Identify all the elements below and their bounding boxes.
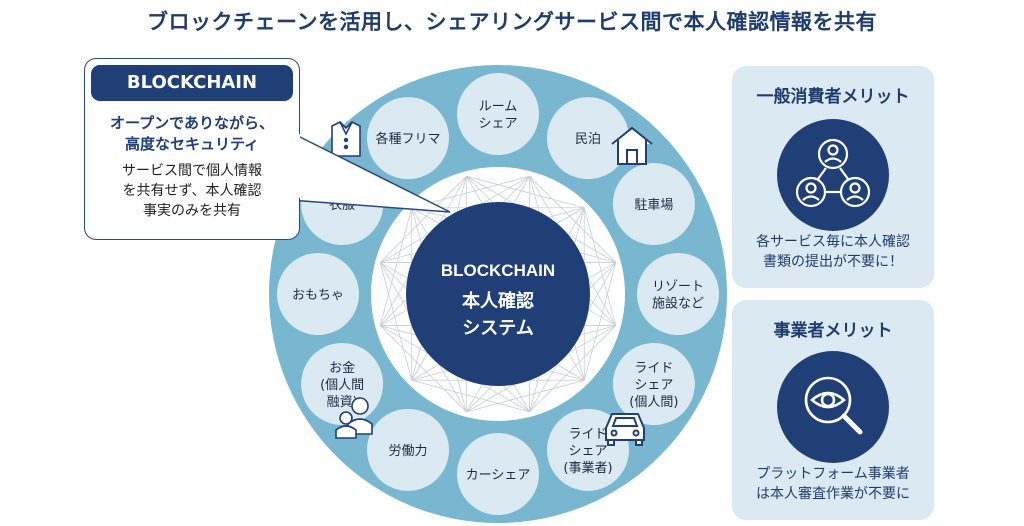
mesh-line (379, 207, 413, 326)
service-label: リゾート (652, 280, 704, 295)
mesh-line (466, 379, 585, 413)
service-label: 駐車場 (634, 198, 673, 213)
business-merit-title: 事業者メリット (773, 321, 893, 341)
callout-body-line: サービス間で個人情報 (122, 163, 262, 179)
consumer-merit-line: 書類の提出が不要に！ (763, 254, 903, 270)
service-bubble-circle (547, 97, 629, 180)
service-bubble-circle (457, 73, 539, 155)
service-bubble: おもちゃ (277, 253, 359, 335)
eye-magnifier-icon (777, 351, 889, 463)
mesh-line (583, 207, 617, 326)
center-label-system: システム (462, 318, 533, 339)
service-bubble-circle (367, 408, 449, 491)
business-merit-line: プラットフォーム事業者 (756, 466, 910, 482)
service-label: (個人間) (629, 395, 678, 410)
mesh-line (529, 175, 617, 263)
service-label: 各種フリマ (375, 131, 440, 147)
mesh-line (529, 325, 617, 413)
service-label: おもちゃ (292, 288, 344, 303)
callout-highlight-line: オープンでありながら、 (110, 114, 274, 132)
blockchain-callout: BLOCKCHAIN オープンでありながら、 高度なセキュリティ サービス間で個… (84, 58, 300, 240)
mesh-line (466, 175, 585, 209)
callout-body-line: 事実のみを共有 (143, 203, 241, 219)
service-bubble: 民泊 (547, 97, 629, 180)
service-label: 施設など (652, 296, 704, 312)
business-merit-text: プラットフォーム事業者 は本人審査作業が不要に (732, 464, 934, 504)
consumer-merit-line: 各サービス毎に本人確認 (756, 234, 910, 250)
house-icon (611, 126, 653, 165)
service-label: 労働力 (388, 444, 427, 459)
service-label: シェア (568, 444, 607, 459)
service-bubble-circle (612, 163, 695, 245)
service-bubble: 駐車場 (612, 163, 695, 245)
service-bubble: 各種フリマ (367, 97, 449, 180)
mesh-line (379, 175, 467, 263)
service-bubble-circle (277, 253, 359, 335)
service-bubble-circle (637, 253, 719, 335)
service-bubble: 労働力 (367, 408, 449, 491)
mesh-line (379, 262, 413, 381)
page-title: ブロックチェーンを活用し、シェアリングサービス間で本人確認情報を共有 (147, 10, 877, 34)
service-label: (事業者) (563, 460, 612, 476)
service-bubble-circle (457, 433, 539, 515)
callout-highlight: オープンでありながら、 高度なセキュリティ (85, 113, 299, 155)
mesh-line (379, 325, 467, 413)
consumer-merit-card: 一般消費者メリット 各サービス毎に本人確認 書類の提出が不要に！ (732, 66, 934, 288)
service-bubble: カーシェア (457, 433, 539, 515)
business-merit-card: 事業者メリット プラットフォーム事業者 は本人審査作業が不要に (732, 300, 934, 520)
car-icon (605, 413, 645, 446)
workers-icon (335, 397, 373, 439)
service-label: お金 (329, 360, 355, 376)
service-bubble-circle (612, 343, 695, 425)
mesh-line (583, 262, 617, 381)
consumer-merit-text: 各サービス毎に本人確認 書類の提出が不要に！ (732, 232, 934, 272)
callout-highlight-line: 高度なセキュリティ (124, 135, 260, 153)
mesh-line (411, 379, 530, 413)
center-core (406, 202, 590, 386)
service-label: シェア (634, 378, 673, 393)
service-bubble-circle (367, 97, 449, 180)
callout-body-line: を共有せず、本人確認 (122, 183, 262, 199)
clothing-icon (331, 121, 361, 157)
service-label: 融資) (327, 395, 358, 410)
center-label-identity: 本人確認 (462, 290, 534, 312)
service-label: ライド (634, 361, 673, 376)
service-label: シェア (478, 117, 517, 132)
service-label: (個人間 (320, 378, 364, 393)
consumer-merit-title: 一般消費者メリット (756, 87, 910, 107)
service-label: ルーム (479, 100, 518, 115)
center-label-blockchain: BLOCKCHAIN (441, 261, 555, 280)
callout-header: BLOCKCHAIN (91, 65, 293, 101)
business-merit-line: は本人審査作業が不要に (756, 486, 910, 502)
service-label: ライド (568, 427, 607, 442)
service-label: カーシェア (466, 468, 531, 483)
people-network-icon (777, 119, 889, 231)
service-label: 民泊 (575, 132, 601, 147)
callout-body: サービス間で個人情報 を共有せず、本人確認 事実のみを共有 (85, 161, 299, 221)
service-bubbles: ルームシェア民泊駐車場リゾート施設などライドシェア(個人間)ライドシェア(事業者… (277, 73, 719, 515)
